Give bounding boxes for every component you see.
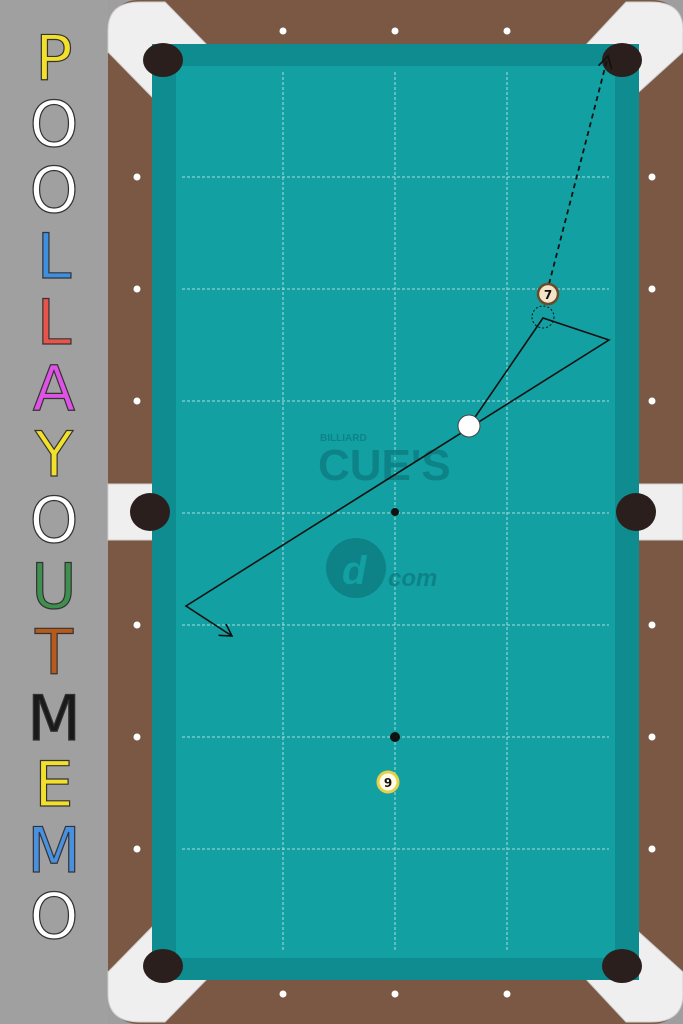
pocket-bottom-right — [602, 949, 642, 983]
title-letter: A — [33, 352, 75, 425]
diamond — [133, 173, 141, 181]
diamond — [133, 397, 141, 405]
watermark: BILLIARD CUE'S d com — [318, 433, 451, 598]
ball-7[interactable]: 7 — [536, 282, 560, 306]
title-letter: O — [30, 880, 79, 953]
diamond — [648, 621, 656, 629]
rail-diamonds — [133, 27, 656, 998]
pocket-top-right — [602, 43, 642, 77]
diamond — [133, 733, 141, 741]
watermark-cues: CUE'S — [318, 441, 451, 490]
diamond — [133, 621, 141, 629]
title-letter: O — [30, 484, 79, 557]
diamond — [133, 845, 141, 853]
center-spot — [391, 508, 399, 516]
diamond — [133, 285, 141, 293]
watermark-com: com — [388, 565, 437, 592]
diamond — [391, 990, 399, 998]
diamond — [648, 397, 656, 405]
diamond — [279, 990, 287, 998]
cue-ball-path — [184, 317, 611, 636]
ball-9[interactable]: 9 — [376, 770, 400, 794]
diamond — [648, 285, 656, 293]
title-letter: U — [31, 550, 76, 623]
diamond — [279, 27, 287, 35]
cue-ball[interactable] — [457, 414, 481, 438]
object-ball-path — [548, 56, 608, 285]
title-letter: L — [37, 286, 72, 359]
ball-7-number: 7 — [544, 288, 552, 302]
ghost-ball — [531, 305, 555, 329]
title-letter: E — [34, 748, 73, 821]
pocket-top-left — [143, 43, 183, 77]
title-letter: M — [27, 814, 81, 887]
foot-spot — [390, 732, 400, 742]
pocket-side-left — [130, 493, 170, 531]
title-letter: P — [35, 22, 72, 95]
ball-9-number: 9 — [384, 776, 392, 790]
diamond — [648, 173, 656, 181]
watermark-logo-letter: d — [342, 549, 368, 593]
watermark-logo-mark — [326, 538, 386, 598]
title-letter: T — [34, 616, 74, 689]
pocket-side-right — [616, 493, 656, 531]
title-letter: M — [27, 682, 81, 755]
title-letter: O — [30, 154, 79, 227]
title-letter: L — [37, 220, 72, 293]
diamond — [648, 733, 656, 741]
diamond — [648, 845, 656, 853]
pocket-bottom-left — [143, 949, 183, 983]
watermark-billiard: BILLIARD — [320, 433, 367, 444]
diamond — [391, 27, 399, 35]
title-letter: Y — [34, 418, 73, 491]
diamond — [503, 990, 511, 998]
title-letter: O — [30, 88, 79, 161]
diamond — [503, 27, 511, 35]
